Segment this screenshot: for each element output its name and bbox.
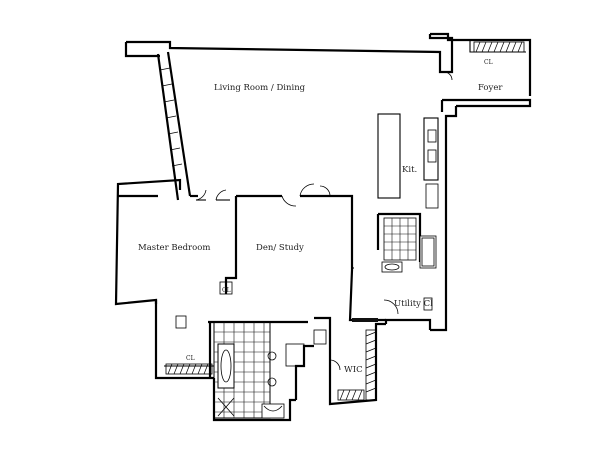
label-kitchen: Kit. xyxy=(402,165,417,175)
label-foyer: Foyer xyxy=(478,83,503,93)
label-living-dining: Living Room / Dining xyxy=(214,83,306,93)
label-closet-bedroom: CL xyxy=(222,287,231,294)
label-closet-top-right: CL xyxy=(484,59,493,66)
label-den-study: Den/ Study xyxy=(256,243,304,253)
door-swings xyxy=(195,71,453,371)
label-master-bedroom: Master Bedroom xyxy=(138,243,210,253)
bathroom-tiles xyxy=(213,321,285,419)
interior-walls xyxy=(154,40,526,390)
closet-hatch-top-right xyxy=(473,41,525,53)
kitchen-fixtures xyxy=(352,129,439,322)
label-utility-closet: Utility Cl xyxy=(394,299,433,309)
label-closet-left: CL xyxy=(186,355,195,362)
bedroom-furniture xyxy=(175,281,327,367)
closet-hatch-left xyxy=(165,363,213,375)
exterior-walls xyxy=(114,32,532,422)
label-wic: WIC xyxy=(344,365,363,375)
closet-hatch-wic xyxy=(337,329,377,401)
slanted-wall-hatch xyxy=(159,67,183,167)
